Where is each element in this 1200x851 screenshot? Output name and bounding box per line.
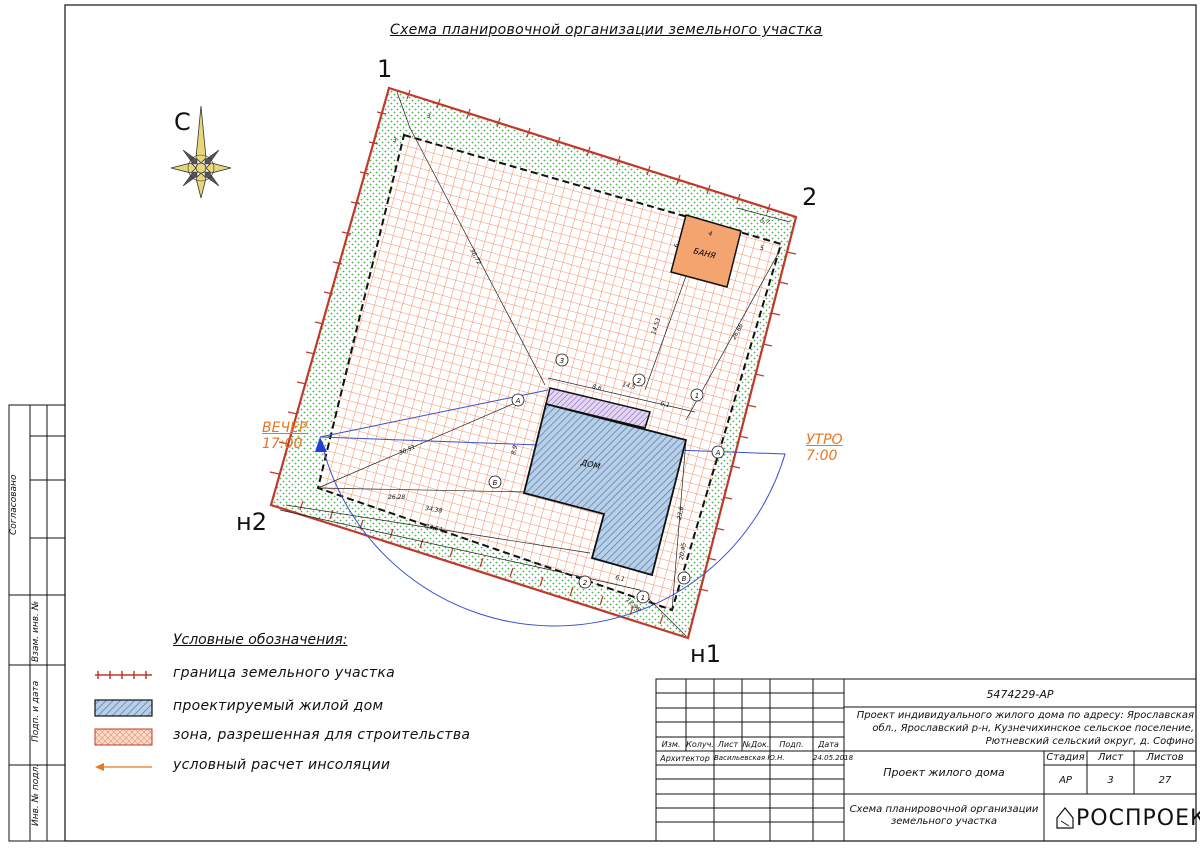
svg-text:14,5: 14,5 xyxy=(622,381,637,391)
svg-text:В: В xyxy=(682,575,687,583)
evening-time: 17:00 xyxy=(262,436,303,452)
tb-doc-name: Проект жилого дома xyxy=(883,766,1005,779)
drawing-title: Схема планировочной организации земельно… xyxy=(390,22,823,38)
boundary-ticks xyxy=(269,89,797,625)
boundary-line-icon xyxy=(95,671,152,679)
svg-text:26,28: 26,28 xyxy=(388,494,405,501)
title-block-grid xyxy=(655,678,1197,842)
house-porch xyxy=(545,387,651,429)
house-building xyxy=(522,402,688,577)
morning-label: УТРО 7:00 xyxy=(806,432,843,464)
side-inv-orig-label: Инв. № подл. xyxy=(31,763,41,826)
svg-text:8,9: 8,9 xyxy=(510,444,519,455)
tb-sheets-label: Листов xyxy=(1146,752,1184,763)
evening-label: ВЕЧЕР 17:00 xyxy=(262,420,307,452)
bath-building xyxy=(670,214,742,288)
svg-text:33,64: 33,64 xyxy=(425,523,443,533)
tb-role: Архитектор xyxy=(660,754,710,763)
side-stamp-grid xyxy=(8,404,66,842)
tb-h-izm: Изм. xyxy=(661,740,681,749)
tb-code: 5474229-АР xyxy=(986,688,1054,701)
svg-text:3: 3 xyxy=(427,113,431,120)
dimension-lines xyxy=(279,91,791,637)
tb-sheets: 27 xyxy=(1158,775,1172,786)
svg-text:8,6: 8,6 xyxy=(592,383,603,392)
tb-sheet-name: Схема планировочной организации земельно… xyxy=(849,804,1039,827)
compass-rose-icon xyxy=(170,105,232,199)
morning-time: 7:00 xyxy=(806,448,838,464)
svg-text:6: 6 xyxy=(673,243,681,249)
point-1-label: 1 xyxy=(377,55,393,83)
legend-title: Условные обозначения: xyxy=(173,632,348,648)
tb-date: 24.05.2018 xyxy=(813,754,854,762)
svg-text:6,1: 6,1 xyxy=(660,400,671,409)
tb-h-date: Дата xyxy=(818,740,839,749)
svg-text:6,1: 6,1 xyxy=(615,574,626,583)
svg-text:5: 5 xyxy=(760,245,764,252)
insolation-arrow-icon xyxy=(95,763,152,771)
morning-title: УТРО xyxy=(806,432,843,448)
tb-sheet-label: Лист xyxy=(1097,752,1124,763)
legend-item-build-zone: зона, разрешенная для строительства xyxy=(173,727,471,743)
tb-project: Проект индивидуального жилого дома по ад… xyxy=(856,710,1194,747)
tb-sheet: 3 xyxy=(1107,775,1114,786)
svg-text:А: А xyxy=(515,397,521,405)
svg-text:23,6: 23,6 xyxy=(676,506,685,521)
company-logo-icon xyxy=(1056,807,1074,829)
build-zone-hatch-icon xyxy=(94,728,153,746)
house-hatch-icon xyxy=(94,699,153,717)
svg-text:Б: Б xyxy=(493,479,498,487)
tb-stage: АР xyxy=(1059,775,1072,786)
north-label: С xyxy=(174,108,191,136)
svg-text:1: 1 xyxy=(695,392,699,400)
insolation-arc xyxy=(319,436,786,627)
side-sign-date-label: Подп. и дата xyxy=(31,680,41,742)
side-agreed-label: Согласовано xyxy=(9,474,19,535)
legend-item-insolation: условный расчет инсоляции xyxy=(173,757,391,773)
svg-text:1: 1 xyxy=(641,594,645,602)
tb-h-list: Лист xyxy=(717,740,739,749)
svg-text:34,38: 34,38 xyxy=(425,505,443,515)
svg-text:2: 2 xyxy=(583,579,588,587)
tb-company: РОСПРОЕКТ xyxy=(1076,806,1200,831)
axis-marks: 3 2 1 А Б А 2 1 В xyxy=(488,353,725,604)
svg-text:20,45: 20,45 xyxy=(678,542,688,560)
plot-boundary xyxy=(269,86,798,640)
tb-stage-label: Стадия xyxy=(1046,752,1085,763)
side-replace-inv-label: Взам. инв. № xyxy=(31,600,41,662)
svg-text:2: 2 xyxy=(637,377,642,385)
point-2-label: 2 xyxy=(802,183,818,211)
legend-item-house: проектируемый жилой дом xyxy=(173,698,384,714)
tb-h-podp: Подп. xyxy=(779,740,804,749)
tb-person: Васильевская Ю.Н. xyxy=(714,754,785,762)
evening-marker xyxy=(315,437,327,452)
tb-h-koluch: Колуч. xyxy=(686,740,714,749)
svg-text:5,7: 5,7 xyxy=(760,217,771,226)
evening-title: ВЕЧЕР xyxy=(262,420,308,436)
svg-text:3: 3 xyxy=(393,137,397,144)
point-n2-label: н2 xyxy=(236,508,267,536)
insolation-ray-evening xyxy=(319,389,549,438)
svg-text:3: 3 xyxy=(560,357,564,365)
legend-item-boundary: граница земельного участка xyxy=(173,665,395,681)
point-n1-label: н1 xyxy=(690,640,721,668)
svg-text:4: 4 xyxy=(708,230,714,238)
svg-text:А: А xyxy=(715,449,721,457)
tb-h-doc: №Док. xyxy=(742,740,770,749)
